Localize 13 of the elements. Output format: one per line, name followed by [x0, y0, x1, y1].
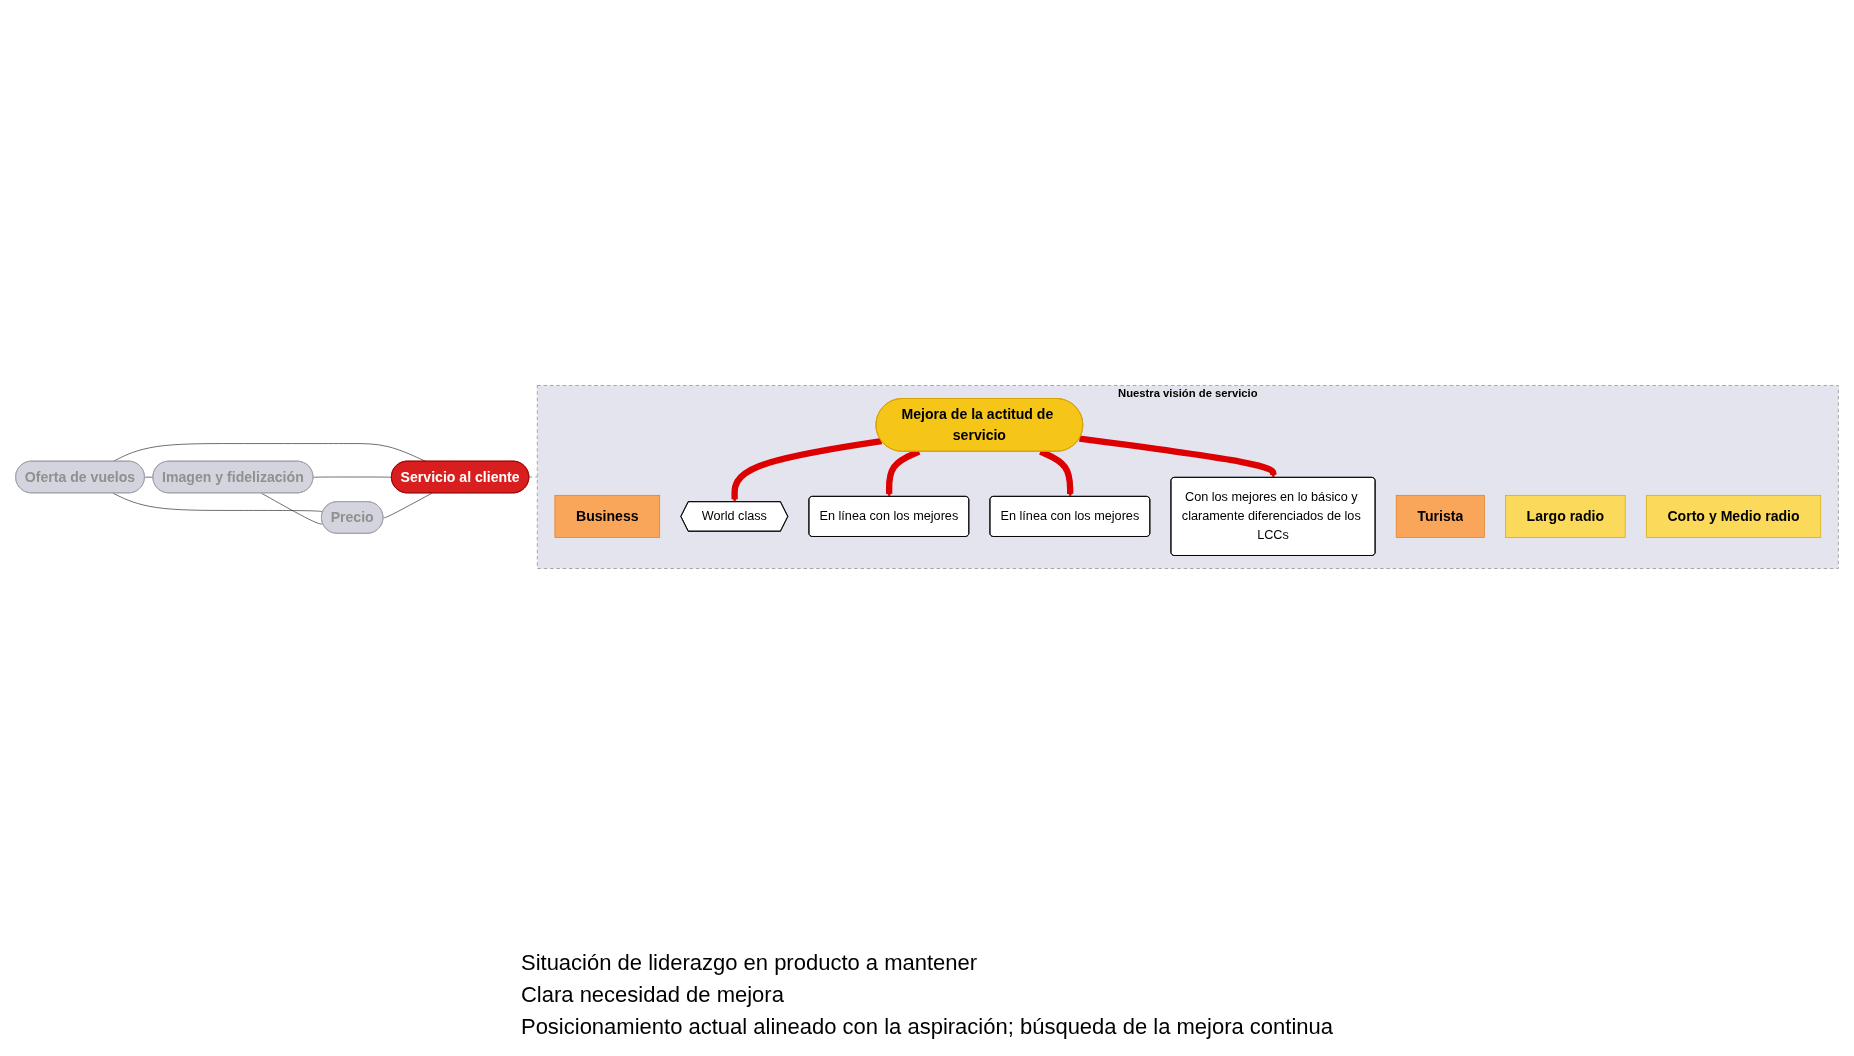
- connector: [261, 492, 324, 525]
- node-box: Business: [554, 494, 661, 538]
- node-box: Turista: [1395, 494, 1485, 538]
- note-text: Situación de liderazgo en producto a mantener: [520, 950, 979, 976]
- arrow: [731, 437, 883, 503]
- arrow: [1079, 435, 1277, 478]
- note-text: Clara necesidad de mejora: [520, 982, 785, 1008]
- connector: [112, 443, 427, 462]
- note-text: Posicionamiento actual alineado con la aspiración; búsqueda de la mejora continua: [520, 1014, 1334, 1040]
- node-box: Corto y Medio radio: [1645, 494, 1822, 538]
- node-box: Largo radio: [1505, 494, 1626, 538]
- connector: [382, 492, 433, 519]
- connector: [112, 492, 324, 513]
